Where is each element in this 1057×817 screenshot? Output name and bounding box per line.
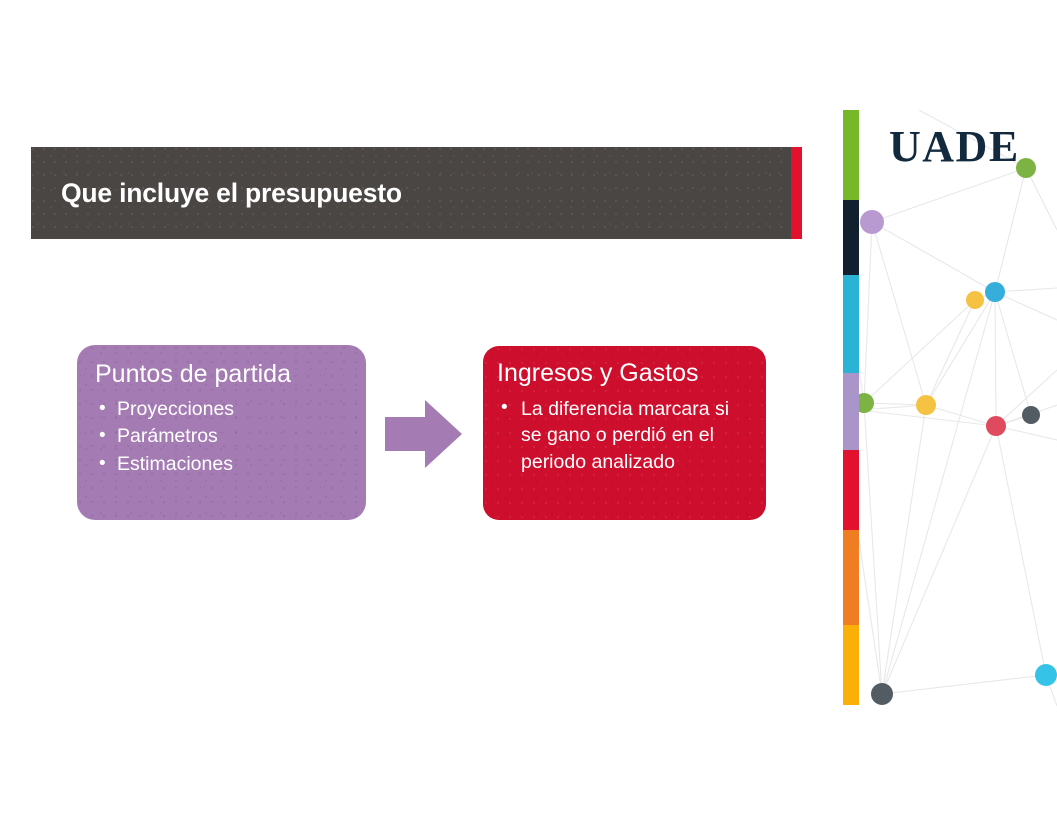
- list-item: Estimaciones: [95, 451, 352, 478]
- page-title: Que incluye el presupuesto: [61, 177, 402, 208]
- node-gray-right: [1022, 406, 1040, 424]
- slide-title-bar: Que incluye el presupuesto: [31, 147, 802, 239]
- color-segment-red: [843, 450, 859, 530]
- node-purple-left: [860, 210, 884, 234]
- node-cyan-mid: [985, 282, 1005, 302]
- node-red-lower: [986, 416, 1006, 436]
- card-puntos-de-partida: Puntos de partida Proyecciones Parámetro…: [77, 345, 366, 520]
- network-edges: [859, 110, 1057, 706]
- list-item: La diferencia marcara si se gano o perdi…: [497, 395, 752, 476]
- node-cyan-bottom: [1035, 664, 1057, 686]
- brand-panel: UADE: [859, 110, 1057, 706]
- brand-color-bar: [843, 110, 859, 705]
- node-yellow-mid: [966, 291, 984, 309]
- color-segment-orange: [843, 530, 859, 625]
- bullet-list-purple: Proyecciones Parámetros Estimaciones: [95, 396, 352, 479]
- node-green-top: [1016, 158, 1036, 178]
- color-segment-navy: [843, 200, 859, 275]
- network-graphic: [859, 110, 1057, 706]
- card-heading-red: Ingresos y Gastos: [497, 359, 699, 387]
- list-item: Proyecciones: [95, 396, 352, 423]
- color-segment-cyan: [843, 275, 859, 373]
- color-segment-purple: [843, 373, 859, 450]
- card-ingresos-y-gastos: Ingresos y Gastos La diferencia marcara …: [483, 346, 766, 520]
- color-segment-green: [843, 110, 859, 200]
- card-heading-purple: Puntos de partida: [95, 360, 291, 388]
- node-green-left: [859, 393, 874, 413]
- title-accent-bar: [791, 147, 802, 239]
- list-item: Parámetros: [95, 423, 352, 450]
- node-yellow-lower: [916, 395, 936, 415]
- network-nodes: [859, 158, 1057, 705]
- bullet-list-red: La diferencia marcara si se gano o perdi…: [497, 395, 752, 476]
- node-gray-bottom: [871, 683, 893, 705]
- color-segment-amber: [843, 625, 859, 705]
- right-arrow-icon: [385, 400, 462, 468]
- uade-logo: UADE: [889, 122, 1020, 171]
- arrow-shape: [385, 400, 462, 468]
